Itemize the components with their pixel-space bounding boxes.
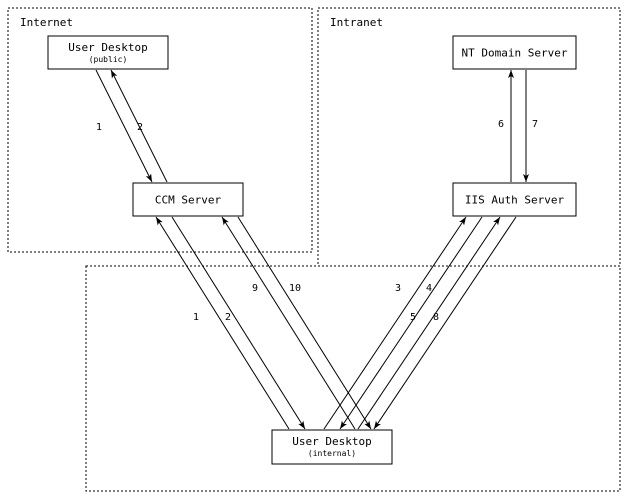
flow-arrow-1-user-desktop-internal-to-ccm-server: [155, 216, 290, 430]
flow-arrow-5-user-desktop-internal-to-iis-auth-server: [357, 216, 501, 430]
flow-arrow-9-user-desktop-internal-to-ccm-server: [221, 216, 356, 430]
node-subtitle-user-desktop-public: (public): [89, 55, 128, 64]
node-ccm-server[interactable]: CCM Server: [132, 182, 244, 217]
node-title-iis-auth-server: IIS Auth Server: [465, 194, 565, 207]
node-iis-auth-server[interactable]: IIS Auth Server: [452, 182, 577, 217]
flow-label-f6: 6: [498, 119, 504, 130]
flow-arrow-4-iis-auth-server-to-user-desktop-internal: [339, 216, 483, 430]
node-title-user-desktop-internal: User Desktop: [292, 435, 371, 448]
node-user-desktop-public[interactable]: User Desktop(public): [47, 35, 169, 70]
flow-label-f7: 7: [532, 119, 538, 130]
flow-labels-layer: 1 2 1 2 9 10 6 7 3 4 5 8: [96, 119, 538, 323]
node-title-user-desktop-public: User Desktop: [68, 41, 147, 54]
node-subtitle-user-desktop-internal: (internal): [308, 449, 356, 458]
zone-intranet: Intranet: [317, 7, 621, 267]
zone-border-internet: [7, 7, 313, 253]
node-nt-domain-server[interactable]: NT Domain Server: [452, 35, 577, 70]
node-title-ccm-server: CCM Server: [155, 194, 222, 207]
flow-arrow-8-iis-auth-server-to-user-desktop-internal: [373, 216, 517, 430]
flow-label-f3: 3: [395, 283, 401, 294]
flow-label-f9: 9: [252, 283, 258, 294]
node-box-user-desktop-public[interactable]: [47, 35, 169, 70]
flow-label-f5: 5: [410, 312, 416, 323]
flow-label-f10: 10: [289, 283, 301, 294]
zone-border-internal: [85, 265, 621, 492]
node-box-user-desktop-internal[interactable]: [271, 429, 393, 465]
zone-label-internet: Internet: [20, 16, 73, 29]
node-box-nt-domain-server[interactable]: [452, 35, 577, 70]
flow-arrow-2-ccm-server-to-user-desktop-public: [110, 69, 168, 183]
flow-label-f1b: 1: [193, 312, 199, 323]
flow-label-f4: 4: [426, 283, 432, 294]
flow-arrow-2-ccm-server-to-user-desktop-internal: [171, 216, 306, 430]
zone-label-intranet: Intranet: [330, 16, 383, 29]
flow-label-f2b: 2: [225, 312, 231, 323]
flow-arrow-3-user-desktop-internal-to-iis-auth-server: [323, 216, 467, 430]
zones-layer: Internet Intranet: [7, 7, 621, 492]
flow-arrow-1-user-desktop-public-to-ccm-server: [95, 69, 153, 183]
flow-arrow-10-ccm-server-to-user-desktop-internal: [237, 216, 372, 430]
node-user-desktop-internal[interactable]: User Desktop(internal): [271, 429, 393, 465]
flow-label-f8: 8: [433, 312, 439, 323]
node-box-ccm-server[interactable]: [132, 182, 244, 217]
node-title-nt-domain-server: NT Domain Server: [462, 47, 568, 60]
flow-label-f1: 1: [96, 122, 102, 133]
flows-layer: [95, 69, 529, 430]
zone-internal: [85, 265, 621, 492]
zone-internet: Internet: [7, 7, 313, 253]
node-box-iis-auth-server[interactable]: [452, 182, 577, 217]
flow-label-f2: 2: [137, 122, 143, 133]
